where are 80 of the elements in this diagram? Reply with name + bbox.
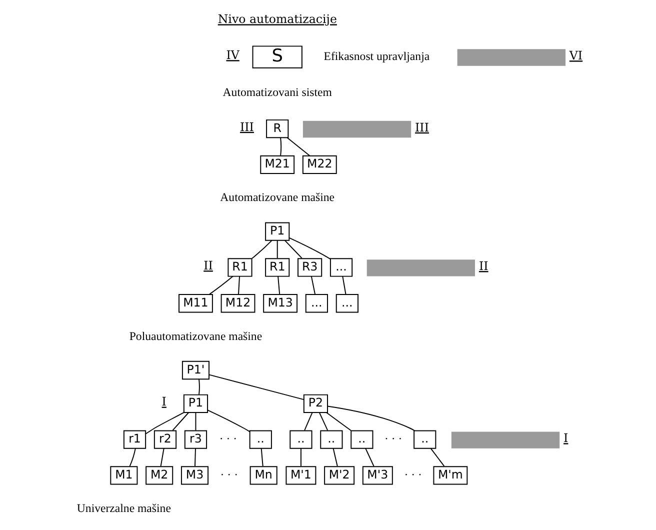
- node-box: P1: [183, 394, 208, 413]
- connector: [252, 240, 272, 259]
- connector: [207, 410, 250, 432]
- label: Univerzalne mašine: [76, 500, 171, 515]
- label: IV: [226, 48, 240, 62]
- label: I: [564, 431, 568, 446]
- node-box: R: [266, 119, 289, 138]
- node-box: M21: [260, 155, 295, 174]
- connector: [284, 240, 302, 259]
- connector: [238, 276, 240, 295]
- node-box: r2: [154, 430, 177, 449]
- label: Automatizovane mašine: [220, 190, 335, 204]
- node-box: ..: [320, 430, 343, 449]
- node-box: Mn: [250, 466, 278, 485]
- label: Poluautomatizovane mašine: [129, 328, 262, 343]
- label: Efikasnost upravljanja: [324, 49, 430, 64]
- node-box: P2: [303, 394, 328, 413]
- label: III: [415, 120, 430, 134]
- connector: [332, 448, 338, 467]
- connector: [365, 448, 374, 467]
- connector: [288, 237, 331, 260]
- connector: [194, 448, 196, 467]
- node-box: ..: [290, 430, 312, 449]
- node-box: ..: [350, 430, 374, 449]
- connector: [198, 378, 200, 395]
- node-box: P1: [265, 222, 290, 241]
- label: · · ·: [220, 468, 238, 482]
- node-box: M3: [180, 466, 209, 485]
- node-box: M'm: [433, 466, 468, 485]
- node-box: M'2: [324, 466, 355, 485]
- label: I: [162, 394, 166, 409]
- connector: [160, 448, 164, 467]
- node-box: r1: [123, 430, 146, 449]
- connector: [430, 448, 445, 467]
- connector: [260, 448, 264, 467]
- connector: [326, 412, 352, 431]
- connector: [276, 240, 278, 259]
- connector: [304, 412, 313, 431]
- connector: [342, 276, 346, 295]
- connector: [310, 276, 316, 295]
- node-box: P1': [182, 360, 210, 380]
- connector: [278, 276, 280, 295]
- connector: [318, 412, 328, 431]
- label: II: [478, 259, 488, 274]
- label: III: [240, 120, 254, 134]
- node-box: R1: [228, 258, 252, 277]
- connector: [327, 406, 415, 432]
- node-box: M11: [178, 294, 213, 313]
- connector: [172, 412, 190, 431]
- node-box: M12: [220, 294, 256, 313]
- label: · · ·: [384, 432, 402, 446]
- label: Nivo automatizacije: [218, 12, 337, 26]
- connector: [208, 276, 234, 295]
- node-box: M'1: [286, 466, 316, 485]
- label: · · ·: [404, 468, 422, 482]
- connector: [208, 374, 304, 400]
- connector: [286, 137, 310, 156]
- connector: [280, 137, 282, 156]
- connector: [129, 448, 136, 467]
- connector: [300, 448, 302, 467]
- node-box: R1: [265, 258, 290, 277]
- label: II: [204, 258, 213, 273]
- label: Automatizovani sistem: [222, 84, 332, 99]
- node-box: r3: [184, 430, 208, 449]
- node-box: S: [252, 46, 302, 68]
- node-box: ..: [249, 430, 272, 449]
- node-box: M13: [263, 294, 298, 313]
- label: · · ·: [219, 432, 238, 446]
- node-box: ...: [336, 294, 358, 313]
- node-box: M22: [302, 155, 337, 174]
- label: VI: [569, 48, 583, 63]
- node-box: M'3: [362, 466, 393, 485]
- connector: [145, 412, 184, 434]
- node-box: ...: [330, 258, 353, 277]
- node-box: M1: [110, 466, 138, 485]
- node-box: R3: [298, 258, 322, 277]
- node-box: M2: [146, 466, 174, 485]
- connector: [195, 412, 196, 431]
- node-box: ...: [305, 294, 328, 313]
- node-box: ..: [414, 430, 436, 449]
